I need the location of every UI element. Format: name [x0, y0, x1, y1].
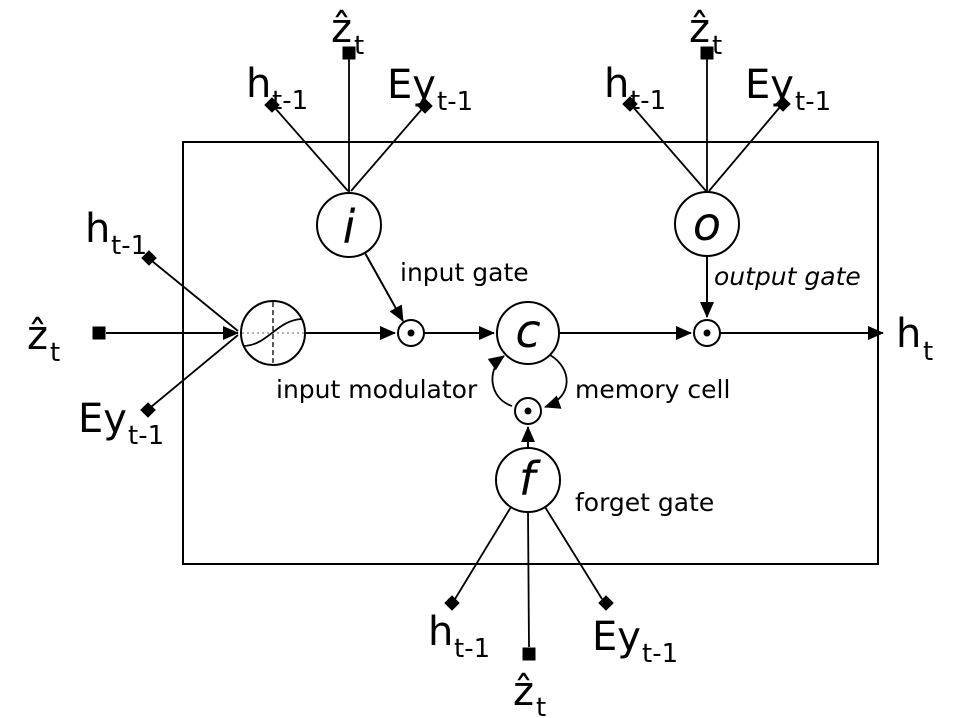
modulator-tanh-curve-icon: [243, 318, 303, 347]
label-topleft-hprev-main: h: [246, 61, 271, 107]
label-left-eyprev-main: Ey: [78, 396, 127, 442]
label-topright-z-sub: t: [712, 31, 722, 61]
memory-cell-circle: [496, 301, 560, 365]
label-left-hprev-sub: t-1: [111, 231, 147, 261]
forget-gate-circle: [495, 447, 561, 513]
label-left-z-main: ẑ: [27, 313, 48, 359]
output-gate-circle: [674, 191, 740, 257]
label-topleft-hprev-sub: t-1: [272, 86, 308, 116]
label-output-ht-main: h: [896, 311, 921, 357]
label-topright-z-main: ẑ: [689, 6, 710, 52]
input-gate-letter: i: [343, 200, 356, 254]
line-topright-hprev-to-output-gate: [632, 106, 707, 192]
line-bottom-hprev-to-forget-gate: [454, 506, 512, 600]
label-left-z-sub: t: [50, 338, 60, 368]
label-output-ht-sub: t: [923, 337, 933, 367]
arrow-forget-product-to-cell: [487, 355, 513, 407]
label-topright-eyprev-main: Ey: [745, 62, 794, 108]
lstm-cell-boundary: [182, 141, 879, 565]
label-topleft-eyprev-main: Ey: [387, 62, 436, 108]
label-bottom-hprev-main: h: [428, 609, 453, 655]
output-gate-letter: o: [693, 197, 721, 251]
label-topleft-eyprev-sub: t-1: [437, 87, 473, 117]
label-bottom-hprev-sub: t-1: [454, 634, 490, 664]
label-bottom-eyprev-sub: t-1: [642, 639, 678, 669]
label-bottom-z-sub: t: [536, 693, 546, 718]
square-marker-bottom-z: [522, 647, 536, 661]
arrow-input-gate-to-product: [364, 252, 404, 322]
label-bottom-eyprev-main: Ey: [592, 614, 641, 660]
line-bottom-eyprev-to-forget-gate: [544, 506, 603, 600]
line-topleft-eyprev-to-input-gate: [350, 108, 423, 192]
elementwise-product-input-icon: [397, 319, 425, 347]
label-topleft-z-main: ẑ: [331, 6, 352, 52]
caption-memory-cell: memory cell: [575, 375, 730, 404]
line-left-hprev-to-modulator: [151, 260, 239, 332]
caption-output-gate: output gate: [714, 262, 861, 291]
label-topright-eyprev-sub: t-1: [795, 87, 831, 117]
line-left-eyprev-to-modulator: [150, 334, 239, 408]
label-left-hprev-main: h: [85, 206, 110, 252]
input-gate-circle: [316, 192, 382, 258]
label-topright-hprev-main: h: [604, 61, 629, 107]
square-marker-left-z: [92, 326, 106, 340]
caption-forget-gate: forget gate: [575, 488, 714, 517]
label-bottom-z-main: ẑ: [513, 669, 534, 715]
memory-cell-letter: c: [515, 304, 540, 358]
elementwise-product-output-icon: [693, 319, 721, 347]
line-bottom-z-to-forget-gate: [527, 511, 530, 648]
elementwise-product-forget-icon: [514, 397, 542, 425]
arrow-cell-to-forget-product: [544, 354, 568, 409]
label-left-eyprev-sub: t-1: [128, 421, 164, 451]
line-topright-eyprev-to-output-gate: [708, 106, 781, 192]
square-marker-topleft-z: [342, 46, 356, 60]
caption-input-modulator: input modulator: [276, 375, 478, 404]
label-topleft-z-sub: t: [354, 31, 364, 61]
caption-input-gate: input gate: [400, 258, 529, 287]
square-marker-topright-z: [700, 46, 714, 60]
label-topright-hprev-sub: t-1: [630, 86, 666, 116]
line-topleft-hprev-to-input-gate: [274, 107, 349, 192]
